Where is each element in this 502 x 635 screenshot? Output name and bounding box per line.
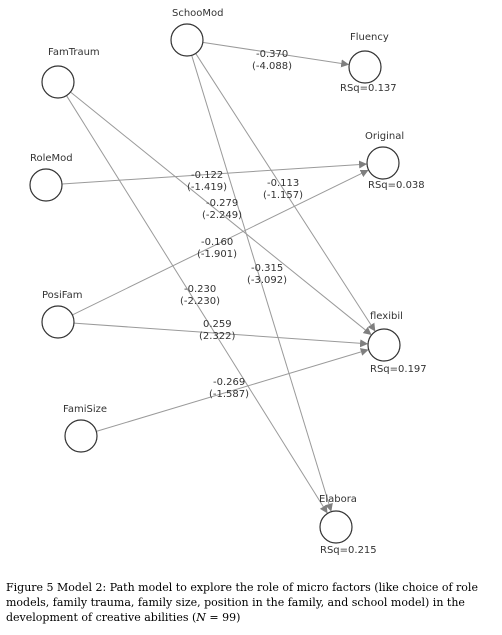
rsq-label-fluency: RSq=0.137 (340, 83, 397, 94)
node-label-original: Original (365, 131, 404, 142)
node-label-famisize: FamiSize (63, 404, 107, 415)
node-label-rolemod: RoleMod (30, 153, 73, 164)
path-t-value: (-1.419) (187, 182, 227, 193)
path-t-value: (-1.587) (209, 389, 249, 400)
path-t-value: (-1.901) (197, 249, 237, 260)
node-fluency (348, 50, 382, 84)
path-coefficient: -0.160 (201, 237, 233, 248)
path-posifam-to-original (72, 169, 369, 316)
caption-text: Figure 5 Model 2: Path model to explore … (6, 581, 478, 624)
path-schoomod-to-fluency (202, 41, 350, 68)
node-label-famtraum: FamTraum (48, 47, 100, 58)
path-t-value: (-4.088) (252, 61, 292, 72)
path-coefficient: -0.370 (256, 49, 288, 60)
path-famtraum-to-elabora (66, 95, 328, 514)
caption-n-rest: = 99) (205, 611, 241, 624)
path-model-diagram: -0.370(-4.088) -0.113(-1.157) -0.315(-3.09… (29, 8, 427, 556)
path-coefficient: -0.269 (213, 377, 245, 388)
path-famtraum-to-flexibil (70, 91, 372, 335)
node-rolemod (29, 168, 63, 202)
node-famtraum (41, 65, 75, 99)
path-coefficient: -0.315 (251, 263, 283, 274)
node-famisize (64, 419, 98, 453)
node-label-schoomod: SchooMod (172, 8, 224, 19)
path-famisize-to-flexibil (96, 348, 369, 432)
path-coefficient: -0.113 (267, 178, 299, 189)
path-schoomod-to-flexibil (195, 53, 376, 332)
node-original (366, 146, 400, 180)
path-coefficient: -0.122 (191, 170, 223, 181)
path-rolemod-to-original (61, 160, 368, 185)
path-t-value: (2.322) (199, 331, 236, 342)
path-t-value: (-1.157) (263, 190, 303, 201)
path-t-value: (-2.230) (180, 296, 220, 307)
path-schoomod-to-elabora (191, 55, 333, 512)
caption-n-label: N (196, 611, 206, 624)
path-coefficient: 0.259 (203, 319, 232, 330)
node-label-posifam: PosiFam (42, 290, 82, 301)
node-flexibil (367, 328, 401, 362)
node-label-elabora: Elabora (319, 494, 357, 505)
node-label-flexibil: flexibil (370, 311, 403, 322)
node-schoomod (170, 23, 204, 57)
rsq-label-original: RSq=0.038 (368, 180, 425, 191)
path-coefficient: -0.279 (206, 198, 238, 209)
node-posifam (41, 305, 75, 339)
rsq-label-flexibil: RSq=0.197 (370, 364, 427, 375)
rsq-label-elabora: RSq=0.215 (320, 545, 377, 556)
path-coefficient: -0.230 (184, 284, 216, 295)
path-posifam-to-flexibil (73, 322, 369, 348)
node-elabora (319, 510, 353, 544)
path-t-value: (-2.249) (202, 210, 242, 221)
node-label-fluency: Fluency (350, 32, 389, 43)
path-t-value: (-3.092) (247, 275, 287, 286)
figure-caption: Figure 5 Model 2: Path model to explore … (6, 580, 498, 625)
